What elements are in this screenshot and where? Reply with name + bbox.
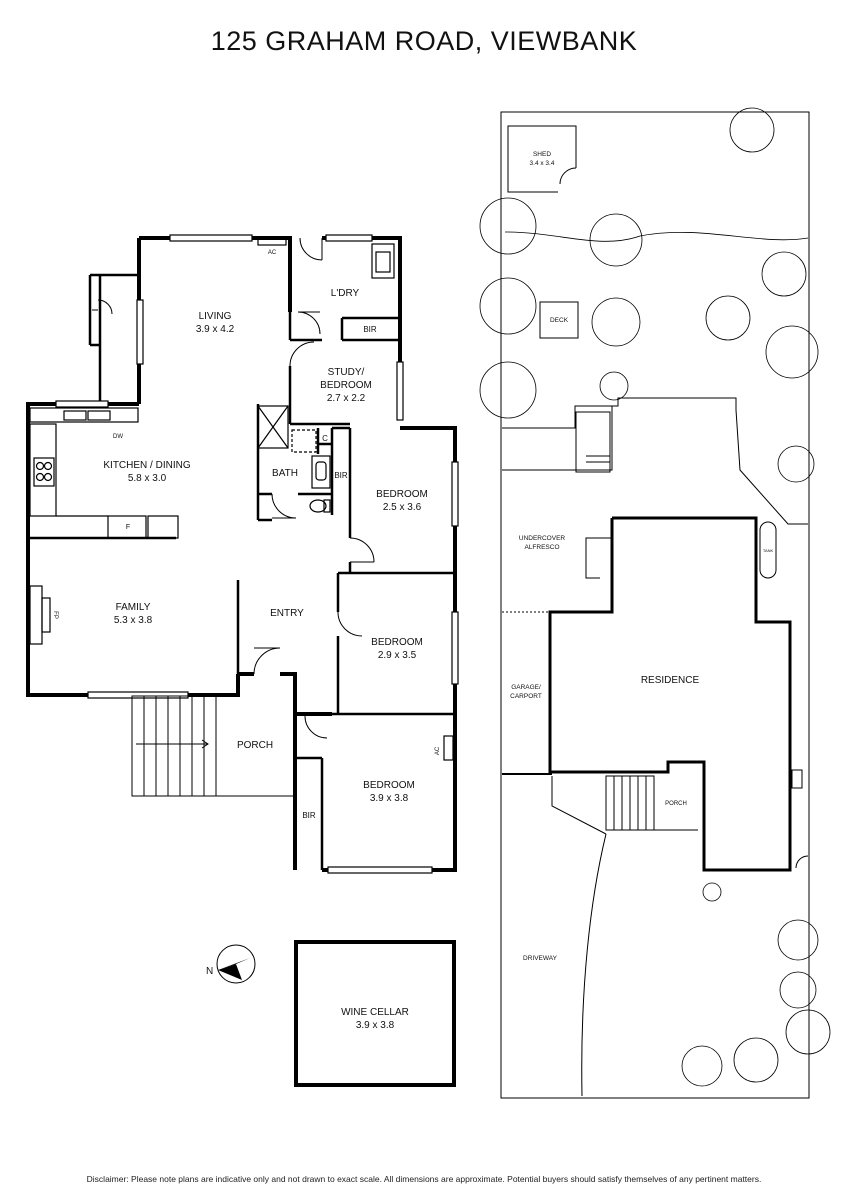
tree-icons bbox=[479, 107, 831, 1087]
family-label: FAMILY bbox=[116, 602, 151, 613]
house-walls bbox=[26, 236, 457, 1087]
bedroom3-bir-label: BIR bbox=[302, 811, 316, 820]
compass-icon bbox=[216, 944, 256, 984]
bedroom3-dims: 3.9 x 3.8 bbox=[370, 793, 409, 804]
house-internal-walls bbox=[28, 273, 455, 870]
driveway-label: DRIVEWAY bbox=[523, 955, 558, 962]
bath-bir-label: BIR bbox=[334, 471, 348, 480]
fireplace-label: FP bbox=[52, 611, 58, 619]
porch-steps bbox=[92, 309, 295, 797]
deck-label: DECK bbox=[550, 317, 569, 324]
study-dims: 2.7 x 2.2 bbox=[327, 393, 366, 404]
bedroom3-label: BEDROOM bbox=[363, 780, 415, 791]
laundry-label: L'DRY bbox=[331, 288, 360, 299]
study-label-line1: STUDY/ bbox=[328, 367, 365, 378]
door-swings bbox=[97, 237, 375, 739]
shed-dims: 3.4 x 3.4 bbox=[530, 160, 555, 167]
porch-label: PORCH bbox=[237, 740, 273, 751]
fixture-labels: AC AC DW F FP bbox=[52, 250, 441, 755]
residence-footprint bbox=[548, 516, 792, 872]
site-boundary bbox=[500, 111, 810, 1099]
bedroom2-label: BEDROOM bbox=[371, 637, 423, 648]
bath-label: BATH bbox=[272, 468, 298, 479]
wine-cellar-dims: 3.9 x 3.8 bbox=[356, 1020, 395, 1031]
page-title: 125 GRAHAM ROAD, VIEWBANK bbox=[210, 26, 638, 56]
room-labels: LIVING 3.9 x 4.2 L'DRY BIR STUDY/ BEDROO… bbox=[103, 288, 427, 1031]
ac-label-bedroom: AC bbox=[435, 746, 441, 755]
garage-label-line1: GARAGE/ bbox=[511, 684, 541, 691]
compass-north-label: N bbox=[206, 966, 213, 977]
kitchen-benches bbox=[29, 234, 459, 874]
family-dims: 5.3 x 3.8 bbox=[114, 615, 153, 626]
shed-label: SHED bbox=[533, 151, 551, 158]
site-features bbox=[502, 125, 809, 1097]
tank-label: TANK bbox=[763, 548, 774, 553]
alfresco-label-line2: ALFRESCO bbox=[524, 544, 559, 551]
kitchen-label: KITCHEN / DINING bbox=[103, 460, 190, 471]
living-dims: 3.9 x 4.2 bbox=[196, 324, 235, 335]
dishwasher-label: DW bbox=[113, 434, 123, 440]
kitchen-dims: 5.8 x 3.0 bbox=[128, 473, 167, 484]
site-porch-label: PORCH bbox=[665, 801, 687, 807]
cupboard-label: C bbox=[322, 434, 328, 443]
residence-label: RESIDENCE bbox=[641, 675, 700, 686]
garage-label-line2: CARPORT bbox=[510, 693, 542, 700]
fridge-label: F bbox=[126, 524, 130, 531]
ac-label-living: AC bbox=[268, 250, 277, 256]
bedroom1-label: BEDROOM bbox=[376, 489, 428, 500]
study-label-line2: BEDROOM bbox=[320, 380, 372, 391]
wine-cellar-label: WINE CELLAR bbox=[341, 1007, 409, 1018]
site-labels: SHED 3.4 x 3.4 DECK UNDERCOVER ALFRESCO … bbox=[510, 151, 773, 962]
living-label: LIVING bbox=[199, 311, 232, 322]
alfresco-label-line1: UNDERCOVER bbox=[519, 535, 566, 542]
entry-label: ENTRY bbox=[270, 608, 304, 619]
bedroom1-dims: 2.5 x 3.6 bbox=[383, 502, 422, 513]
laundry-bir-label: BIR bbox=[363, 325, 377, 334]
disclaimer-text: Disclaimer: Please note plans are indica… bbox=[86, 1174, 762, 1184]
bedroom2-dims: 2.9 x 3.5 bbox=[378, 650, 417, 661]
